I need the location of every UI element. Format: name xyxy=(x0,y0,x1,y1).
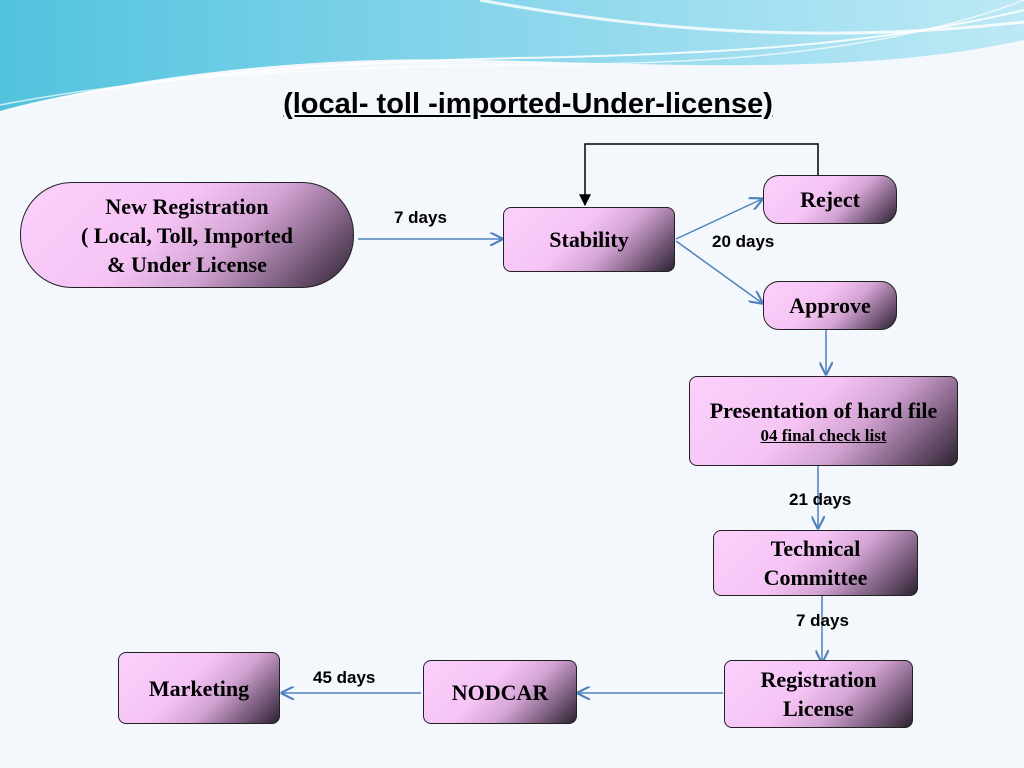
node-technical-committee-line-1: Technical xyxy=(770,536,861,561)
node-technical-committee: Technical Committee xyxy=(713,530,918,596)
node-new-registration-line-1: New Registration xyxy=(105,193,269,219)
edge-label-nodcar-to-marketing: 45 days xyxy=(313,668,376,687)
edge-label-to-registration: 7 days xyxy=(796,611,849,630)
header-wave-decoration xyxy=(0,0,1024,113)
node-presentation-label: Presentation of hard file xyxy=(709,397,938,423)
node-technical-committee-line-2: Committee xyxy=(763,565,868,590)
node-new-registration-line-2: ( Local, Toll, Imported xyxy=(80,222,294,248)
node-new-registration-line-3: & Under License xyxy=(107,251,267,277)
page-title: (local- toll -imported-Under-license) xyxy=(283,88,773,120)
edge-label-stability-decision: 20 days xyxy=(712,232,775,251)
node-registration-license: Registration License xyxy=(724,660,913,728)
node-presentation-checklist: 04 final check list xyxy=(760,425,887,445)
node-reject: Reject xyxy=(763,175,897,224)
node-stability-label: Stability xyxy=(549,227,629,252)
node-approve: Approve xyxy=(763,281,897,330)
node-nodcar: NODCAR xyxy=(423,660,577,724)
node-stability: Stability xyxy=(503,207,675,272)
arrow-reject-loop-to-stability xyxy=(579,143,819,207)
edge-label-to-technical: 21 days xyxy=(789,490,852,509)
edge-label-to-stability: 7 days xyxy=(394,208,447,227)
node-presentation: Presentation of hard file 04 final check… xyxy=(689,376,958,466)
node-marketing-label: Marketing xyxy=(148,675,250,701)
arrow-stability-to-reject xyxy=(675,199,762,240)
node-new-registration: New Registration ( Local, Toll, Imported… xyxy=(20,182,354,288)
node-marketing: Marketing xyxy=(118,652,280,724)
node-registration-license-line-1: Registration xyxy=(760,667,877,692)
node-reject-label: Reject xyxy=(800,187,860,212)
node-registration-license-line-2: License xyxy=(783,696,854,721)
arrow-stability-to-approve xyxy=(675,240,762,303)
node-approve-label: Approve xyxy=(789,293,871,318)
node-nodcar-label: NODCAR xyxy=(451,679,549,705)
